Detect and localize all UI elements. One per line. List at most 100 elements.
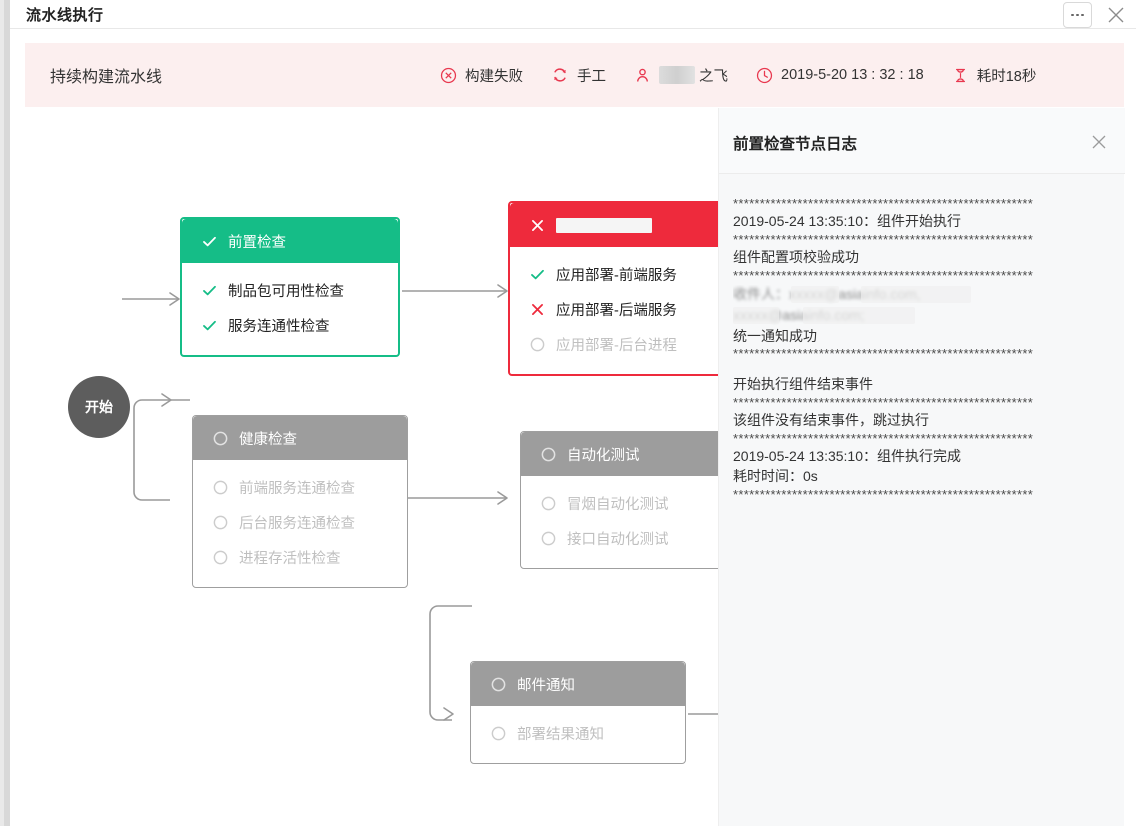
close-window-button[interactable]	[1104, 3, 1128, 27]
task-row[interactable]: 服务连通性检查	[182, 308, 398, 343]
task-row[interactable]: 制品包可用性检查	[182, 273, 398, 308]
redaction-mask	[791, 285, 839, 303]
stage-node-pre-check[interactable]: 前置检查 制品包可用性检查 服务连通性检查	[180, 217, 400, 357]
stage-title-pre-check: 前置检查	[228, 234, 286, 251]
stage-header-app-deploy[interactable]	[510, 203, 726, 247]
task-row[interactable]: 应用部署-后端服务	[510, 292, 726, 327]
close-icon	[1108, 7, 1124, 23]
stage-header-health-check[interactable]: 健康检查	[193, 416, 407, 460]
stage-title-health-check: 健康检查	[239, 431, 297, 448]
meta-start-time: 2019-5-20 13 : 32 : 18	[756, 67, 924, 84]
stage-body-health-check: 前端服务连通检查 后台服务连通检查 进程存活性检查	[193, 460, 407, 587]
log-line: 2019-05-24 13:35:10：组件执行完成	[733, 447, 961, 464]
meta-operator-label: 之飞	[699, 68, 728, 85]
pipeline-name: 持续构建流水线	[50, 69, 163, 86]
check-icon	[528, 266, 546, 284]
node-log-panel: 前置检查节点日志 *******************************…	[718, 108, 1125, 826]
circle-icon	[211, 549, 229, 567]
task-label: 冒烟自动化测试	[567, 497, 669, 513]
log-line: ****************************************…	[733, 486, 1034, 502]
circle-icon	[539, 530, 557, 548]
log-panel-close-button[interactable]	[1089, 132, 1109, 152]
task-row[interactable]: 冒烟自动化测试	[521, 486, 735, 521]
meta-duration: 耗时18秒	[952, 65, 1036, 86]
execution-status-banner: 持续构建流水线 构建失败	[25, 43, 1124, 107]
meta-trigger-type: 手工	[551, 65, 606, 86]
hourglass-icon	[952, 67, 969, 84]
task-label: 服务连通性检查	[228, 319, 330, 335]
task-row[interactable]: 后台服务连通检查	[193, 505, 407, 540]
task-label: 部署结果通知	[517, 727, 604, 743]
log-line-redacted: 收件人：xxxxx@asiainfo.com,	[733, 285, 1111, 306]
more-options-button[interactable]	[1063, 2, 1092, 28]
task-row[interactable]: 应用部署-后台进程	[510, 327, 726, 362]
task-label: 应用部署-前端服务	[556, 268, 677, 284]
log-line: ****************************************…	[733, 196, 1034, 211]
stage-title-auto-test: 自动化测试	[567, 447, 640, 464]
circle-icon	[211, 429, 229, 447]
stage-node-mail-notify[interactable]: 邮件通知 部署结果通知	[470, 661, 686, 764]
ellipsis-icon	[1071, 13, 1084, 17]
task-label: 前端服务连通检查	[239, 481, 355, 497]
stage-body-mail-notify: 部署结果通知	[471, 706, 685, 763]
pipeline-start-label: 开始	[85, 399, 113, 415]
error-circle-icon	[440, 67, 457, 84]
meta-start-time-label: 2019-5-20 13 : 32 : 18	[781, 67, 924, 83]
log-panel-header: 前置检查节点日志	[719, 108, 1125, 174]
task-row[interactable]: 部署结果通知	[471, 716, 685, 751]
user-icon	[634, 67, 651, 84]
circle-icon	[528, 336, 546, 354]
log-line: ****************************************…	[733, 268, 1034, 284]
check-icon	[200, 232, 218, 250]
task-row[interactable]: 应用部署-前端服务	[510, 257, 726, 292]
close-icon	[1092, 135, 1106, 149]
task-label: 应用部署-后端服务	[556, 303, 677, 319]
task-row[interactable]: 前端服务连通检查	[193, 470, 407, 505]
log-line: 该组件没有结束事件，跳过执行	[733, 411, 929, 428]
cross-icon	[528, 216, 546, 234]
task-label: 后台服务连通检查	[239, 516, 355, 532]
log-line: ****************************************…	[733, 394, 1034, 410]
log-line: 统一通知成功	[733, 327, 817, 344]
redaction-mask	[803, 306, 915, 324]
log-panel-body[interactable]: ****************************************…	[719, 174, 1125, 826]
task-row[interactable]: 进程存活性检查	[193, 540, 407, 575]
log-panel-title: 前置检查节点日志	[733, 136, 858, 153]
page-edge-strip	[0, 0, 10, 826]
log-line: 2019-05-24 13:35:10：组件开始执行	[733, 213, 961, 230]
page-edge-inner	[0, 0, 4, 826]
circle-icon	[539, 495, 557, 513]
stage-body-pre-check: 制品包可用性检查 服务连通性检查	[182, 263, 398, 355]
log-line-blank	[733, 363, 1111, 375]
operator-name-redaction	[659, 66, 695, 84]
stage-header-pre-check[interactable]: 前置检查	[182, 219, 398, 263]
log-line-redacted: xxxxx@asiainfo.com;	[733, 306, 1111, 327]
stage-node-auto-test[interactable]: 自动化测试 冒烟自动化测试 接口自动化测试	[520, 431, 736, 569]
stage-node-health-check[interactable]: 健康检查 前端服务连通检查 后台服务连通检查	[192, 415, 408, 588]
stage-title-mail-notify: 邮件通知	[517, 677, 575, 694]
circle-icon	[539, 445, 557, 463]
pipeline-start-node[interactable]: 开始	[68, 376, 130, 438]
check-icon	[200, 317, 218, 335]
redaction-mask	[861, 285, 971, 303]
circle-icon	[211, 479, 229, 497]
check-icon	[200, 282, 218, 300]
log-line: 开始执行组件结束事件	[733, 375, 873, 392]
stage-body-auto-test: 冒烟自动化测试 接口自动化测试	[521, 476, 735, 568]
stage-body-app-deploy: 应用部署-前端服务 应用部署-后端服务 应用部署-后台进程	[510, 247, 726, 374]
log-line: ****************************************…	[733, 346, 1034, 362]
stage-header-auto-test[interactable]: 自动化测试	[521, 432, 735, 476]
meta-build-status-label: 构建失败	[465, 68, 523, 85]
circle-icon	[211, 514, 229, 532]
log-line: 组件配置项校验成功	[733, 249, 859, 266]
task-label: 应用部署-后台进程	[556, 338, 677, 354]
stage-header-mail-notify[interactable]: 邮件通知	[471, 662, 685, 706]
task-label: 进程存活性检查	[239, 551, 341, 567]
page-title: 流水线执行	[26, 7, 104, 24]
log-line: ****************************************…	[733, 430, 1034, 446]
stage-node-app-deploy[interactable]: 应用部署-前端服务 应用部署-后端服务 应用部署-后台进程	[508, 201, 728, 376]
task-row[interactable]: 接口自动化测试	[521, 521, 735, 556]
cross-icon	[528, 301, 546, 319]
meta-operator: 之飞	[634, 65, 728, 86]
